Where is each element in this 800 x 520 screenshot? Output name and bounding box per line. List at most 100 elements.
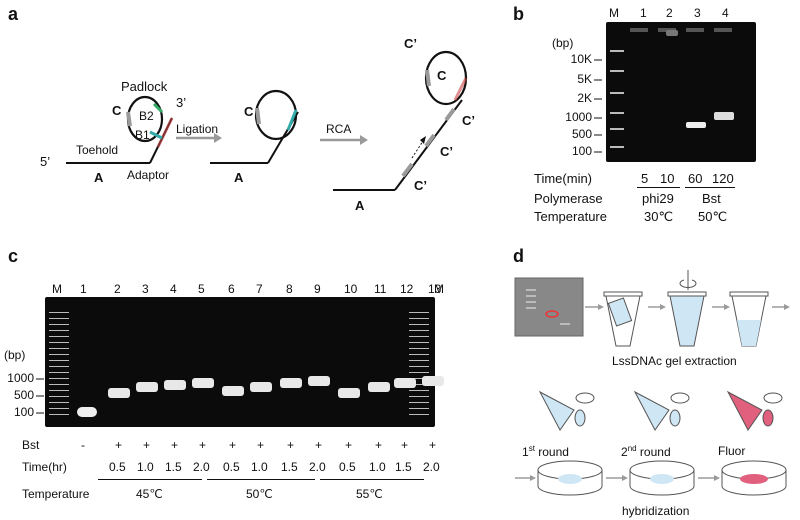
gel-c-band-8	[280, 378, 302, 388]
time-c-value-9: 0.5	[339, 460, 356, 474]
label-toehold: Toehold	[76, 143, 119, 157]
bst-label: Bst	[22, 438, 40, 452]
label-a-1: A	[94, 170, 104, 185]
dish-1	[537, 460, 603, 496]
gel-c-lane-13: 13	[428, 282, 442, 296]
panel-b-letter: b	[513, 4, 524, 24]
gel-b-ladder-5k: 5K	[577, 72, 592, 86]
time-b-3: 60	[688, 171, 703, 186]
time-c-value-6: 1.0	[251, 460, 268, 474]
bst-value-9: +	[315, 438, 323, 452]
gel-b-marker: M	[609, 6, 619, 20]
time-c-value-10: 1.0	[369, 460, 386, 474]
label-c-prime-2: C’	[462, 113, 475, 128]
gel-b-lane-1: 1	[640, 6, 647, 20]
gel-c-band-12	[394, 378, 416, 388]
gel-b-lane-2: 2	[666, 6, 673, 20]
gel-c-ladder-100: 100	[13, 405, 34, 419]
label-adaptor: Adaptor	[127, 168, 170, 182]
label-c-3: C	[437, 68, 447, 83]
time-min-label: Time(min)	[534, 171, 593, 186]
label-c-prime-4: C’	[414, 178, 427, 193]
gel-c-band-9	[308, 376, 330, 386]
time-c-value-11: 1.5	[395, 460, 412, 474]
panel-c-letter: c	[8, 246, 19, 266]
tube-round1	[538, 390, 595, 431]
gel-c-band-11	[368, 382, 390, 392]
gel-c-ladder-500: 500	[13, 388, 34, 402]
tube-round2	[633, 390, 690, 431]
gel-b-ladder-2k: 2K	[577, 91, 592, 105]
extraction-caption: LssDNAc gel extraction	[612, 354, 737, 368]
label-five-prime: 5’	[40, 154, 51, 169]
temperature-b-30: 30℃	[644, 209, 674, 224]
time-c-value-12: 2.0	[423, 460, 440, 474]
bst-value-12: +	[401, 438, 409, 452]
bst-value-2: +	[115, 438, 123, 452]
bst-value-4: +	[171, 438, 179, 452]
gel-b	[606, 22, 756, 162]
gel-c-lane-10: 10	[344, 282, 358, 296]
gel-c-lane-2: 2	[114, 282, 121, 296]
label-c-prime-1: C’	[404, 36, 417, 51]
gel-b-unit: (bp)	[552, 36, 574, 50]
time-c-value-2: 1.0	[137, 460, 154, 474]
temperature-c-45: 45℃	[136, 487, 163, 501]
temperature-c-label: Temperature	[22, 487, 90, 501]
label-ligation: Ligation	[176, 122, 219, 136]
round1-label: 1st round	[522, 444, 569, 459]
round2-label: 2nd round	[621, 444, 671, 459]
gel-c-lane-1: 1	[80, 282, 87, 296]
gel-c-lane-7: 7	[256, 282, 263, 296]
time-c-value-8: 2.0	[309, 460, 326, 474]
gel-c-band-4	[164, 380, 186, 390]
bst-value-13: +	[429, 438, 437, 452]
gel-b-lane-3: 3	[694, 6, 701, 20]
gel-c-band-2	[108, 388, 130, 398]
temperature-c-50: 50℃	[246, 487, 273, 501]
bst-value-8: +	[287, 438, 295, 452]
bst-value-1: -	[81, 438, 85, 452]
time-c-value-7: 1.5	[281, 460, 298, 474]
label-c-1: C	[112, 103, 122, 118]
label-a-2: A	[234, 170, 244, 185]
gel-b-ladder-500: 500	[571, 127, 592, 141]
bst-value-3: +	[143, 438, 151, 452]
gel-c-band-13	[422, 376, 444, 386]
gel-c-lane-4: 4	[170, 282, 177, 296]
gel-c-marker-left: M	[52, 282, 62, 296]
bst-value-11: +	[375, 438, 383, 452]
tube-fluor	[726, 390, 783, 431]
time-b-1: 5	[641, 171, 649, 186]
gel-c-band-3	[136, 382, 158, 392]
label-a-3: A	[355, 198, 365, 213]
gel-c-marker-right: M	[434, 282, 444, 296]
gel-c-lane-9: 9	[314, 282, 321, 296]
bst-value-7: +	[257, 438, 265, 452]
label-three-prime: 3’	[176, 95, 187, 110]
gel-c-lane-11: 11	[374, 282, 387, 296]
gel-c-ladder-1000: 1000	[7, 371, 34, 385]
band-lane4	[714, 112, 734, 120]
gel-c-lane-12: 12	[400, 282, 414, 296]
gel-c-lane-6: 6	[228, 282, 235, 296]
time-hr-label: Time(hr)	[22, 460, 67, 474]
dish-3	[721, 460, 787, 496]
gel-c-band-7	[250, 382, 272, 392]
bst-value-5: +	[199, 438, 207, 452]
gel-b-lane-4: 4	[722, 6, 729, 20]
gel-c-lane-3: 3	[142, 282, 149, 296]
panel-a-letter: a	[8, 4, 19, 24]
label-b2: B2	[139, 109, 154, 123]
gel-b-ladder-100: 100	[571, 144, 592, 158]
gel-b-ladder-10k: 10K	[570, 52, 592, 66]
gel-c-unit: (bp)	[4, 348, 26, 362]
gel-b-ladder-1000: 1000	[565, 110, 592, 124]
bst-value-6: +	[229, 438, 237, 452]
gel-slab	[514, 277, 584, 337]
label-c-2: C	[244, 104, 254, 119]
